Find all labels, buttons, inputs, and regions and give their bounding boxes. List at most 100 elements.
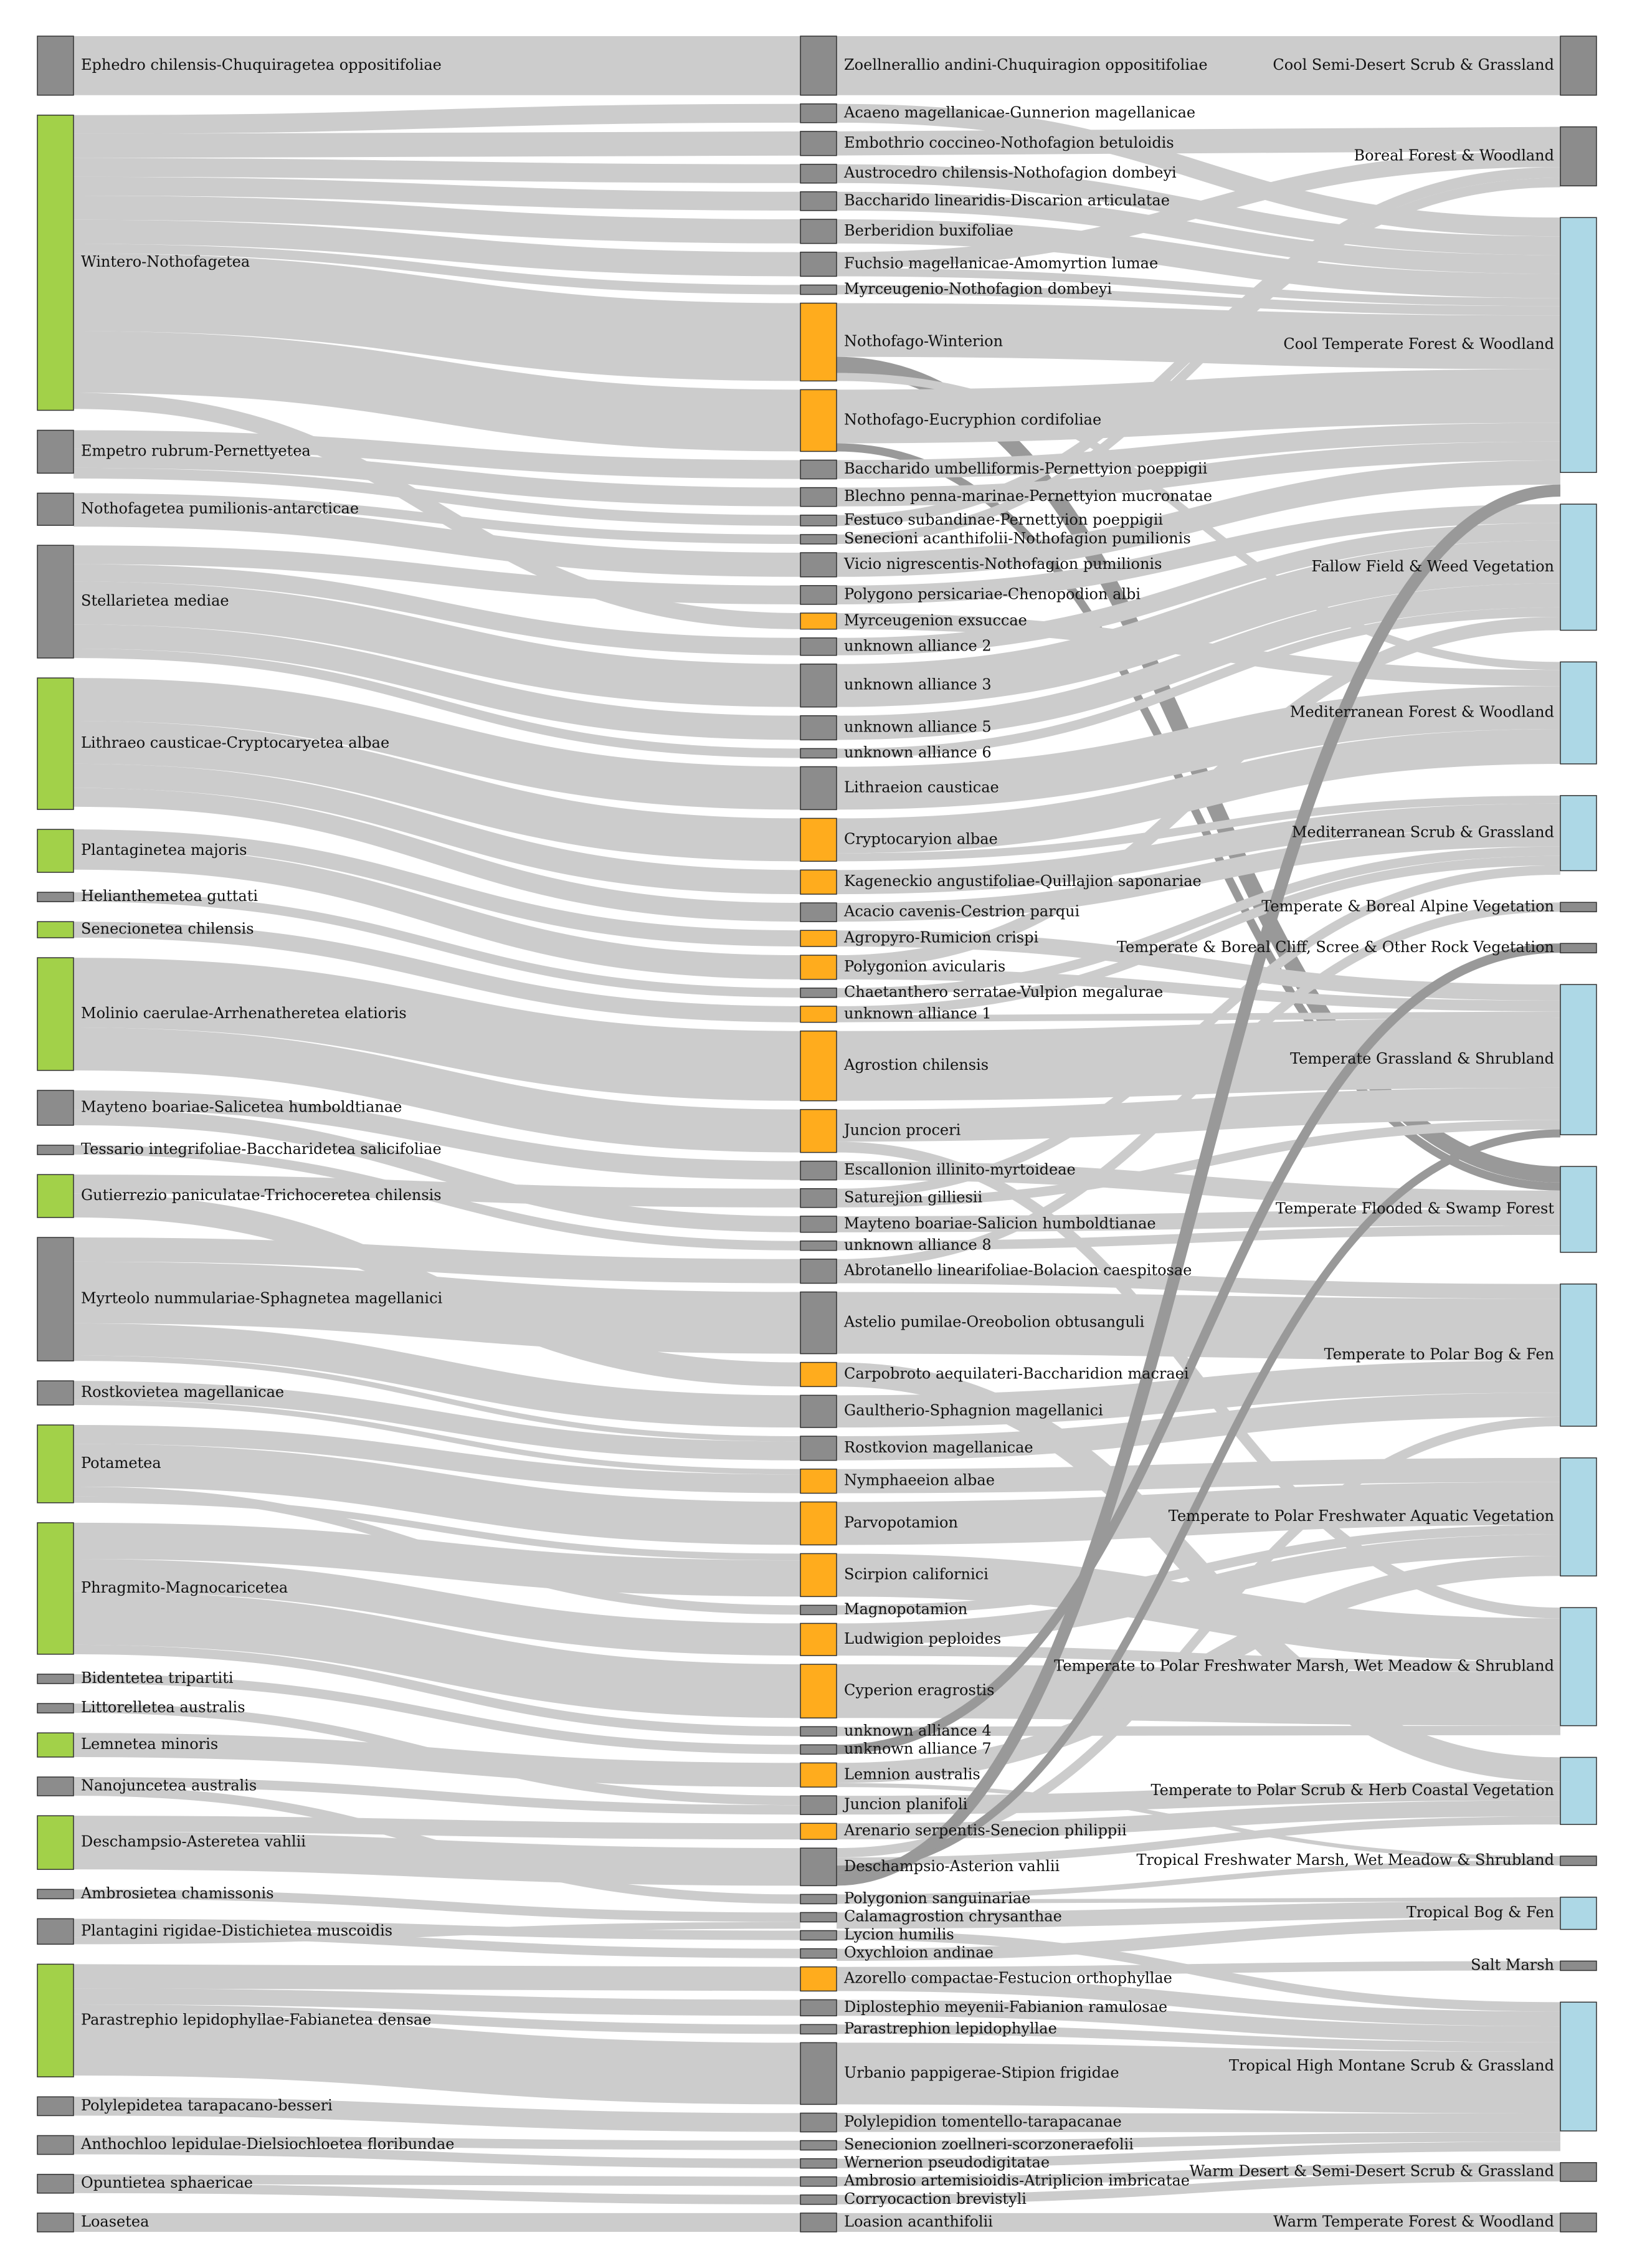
sankey-node — [1560, 1756, 1597, 1825]
sankey-node-label: Parastrephion lepidophyllae — [844, 2019, 1057, 2037]
sankey-link — [836, 303, 1561, 369]
sankey-node — [37, 1918, 74, 1945]
sankey-node — [800, 1436, 837, 1461]
sankey-node-label: Opuntietea sphaericae — [81, 2174, 253, 2191]
sankey-node-label: Diplostephio meyenii-Fabianion ramulosae — [844, 1998, 1167, 2016]
sankey-link — [73, 1733, 801, 1788]
sankey-node-label: Gaultherio-Sphagnion magellanici — [844, 1402, 1103, 1419]
sankey-node-label: Temperate to Polar Freshwater Aquatic Ve… — [1169, 1507, 1554, 1525]
sankey-node-label: unknown alliance 3 — [844, 676, 992, 693]
sankey-link — [836, 846, 1561, 998]
sankey-node-label: Ambrosio artemisioidis-Atriplicion imbri… — [843, 2172, 1190, 2189]
sankey-node — [800, 459, 837, 480]
sankey-node-label: Astelio pumilae-Oreobolion obtusanguli — [843, 1313, 1144, 1331]
sankey-node — [37, 1674, 74, 1684]
sankey-link — [73, 331, 801, 452]
sankey-link — [836, 1011, 1561, 1022]
sankey-node — [800, 1469, 837, 1494]
sankey-link — [73, 1964, 801, 1991]
sankey-node — [1560, 503, 1597, 631]
sankey-node — [37, 1703, 74, 1713]
sankey-node-label: Lithraeo causticae-Cryptocaryetea albae — [81, 734, 389, 751]
sankey-node-label: Zoellnerallio andini-Chuquiragion opposi… — [844, 56, 1208, 74]
sankey-node-label: Fallow Field & Weed Vegetation — [1311, 558, 1554, 575]
sankey-node — [800, 1188, 837, 1208]
sankey-node — [800, 2140, 837, 2151]
sankey-node — [800, 715, 837, 741]
sankey-node-label: Blechno penna-marinae-Pernettyion mucron… — [844, 487, 1212, 505]
sankey-node — [1560, 1960, 1597, 1971]
sankey-node-label: Nothofago-Winterion — [844, 332, 1003, 350]
sankey-node-label: Senecionion zoellneri-scorzoneraefolii — [844, 2136, 1134, 2153]
sankey-node — [800, 163, 837, 184]
sankey-node-label: Baccharido linearidis-Discarion articula… — [844, 191, 1170, 209]
sankey-node-label: Saturejion gilliesii — [844, 1188, 982, 1206]
sankey-node — [800, 2194, 837, 2205]
sankey-link — [73, 1928, 801, 1958]
sankey-node — [1560, 795, 1597, 872]
sankey-link — [836, 1976, 1561, 2027]
sankey-node — [800, 1726, 837, 1737]
sankey-nodes — [37, 36, 1597, 2232]
sankey-node-label: Parastrephio lepidophyllae-Fabianetea de… — [81, 2011, 431, 2028]
sankey-link — [73, 1237, 801, 1284]
sankey-node — [37, 892, 74, 902]
sankey-node-label: Urbanio pappigerae-Stipion frigidae — [844, 2064, 1119, 2081]
sankey-link — [836, 1897, 1561, 1904]
sankey-link — [73, 2145, 801, 2168]
sankey-node-label: Fuchsio magellanicae-Amomyrtion lumae — [844, 255, 1158, 272]
sankey-node — [800, 585, 837, 605]
sankey-link — [836, 1664, 1561, 1726]
sankey-node — [37, 1815, 74, 1870]
sankey-link — [836, 855, 1561, 1016]
sankey-link — [73, 1816, 801, 1840]
sankey-link — [73, 1674, 801, 1755]
sankey-link — [73, 564, 801, 655]
sankey-link — [73, 2014, 801, 2105]
sankey-node-label: Festuco subandinae-Pernettyion poeppigii — [844, 511, 1163, 528]
sankey-link — [73, 2097, 801, 2132]
sankey-link — [836, 1961, 1561, 1976]
sankey-link — [836, 460, 1561, 577]
sankey-node-label: Lycion humilis — [844, 1926, 954, 1943]
sankey-node — [800, 1006, 837, 1023]
sankey-node — [800, 487, 837, 507]
sankey-link — [836, 2024, 1561, 2052]
sankey-node — [800, 1291, 837, 1355]
sankey-node-label: Rostkovietea magellanicae — [81, 1383, 284, 1401]
sankey-link — [73, 1889, 801, 1922]
sankey-node — [800, 2112, 837, 2133]
sankey-node-label: Nothofagetea pumilionis-antarcticae — [81, 500, 359, 517]
sankey-node-label: Mayteno boariae-Salicetea humboldtianae — [81, 1098, 402, 1115]
sankey-link — [836, 583, 1561, 740]
sankey-link — [836, 285, 1561, 316]
sankey-link — [73, 1174, 801, 1208]
sankey-node-label: Temperate & Boreal Cliff, Scree & Other … — [1117, 938, 1554, 956]
sankey-node — [800, 219, 837, 244]
sankey-node — [37, 921, 74, 938]
sankey-node — [1560, 1897, 1597, 1930]
sankey-node — [800, 1847, 837, 1887]
sankey-node — [800, 2158, 837, 2169]
sankey-link — [836, 1816, 1561, 1866]
sankey-node-label: Lemnetea minoris — [81, 1735, 218, 1753]
sankey-link — [73, 1399, 801, 1475]
sankey-node-label: Warm Desert & Semi-Desert Scrub & Grassl… — [1189, 2162, 1554, 2180]
sankey-node-label: Loasetea — [81, 2213, 149, 2230]
sankey-node — [800, 1912, 837, 1923]
sankey-link — [836, 523, 1561, 655]
sankey-node-label: Salt Marsh — [1471, 1956, 1554, 1973]
sankey-node — [800, 1604, 837, 1616]
sankey-node — [800, 869, 837, 895]
sankey-node — [37, 2213, 74, 2232]
sankey-link — [836, 902, 1561, 1269]
sankey-link — [836, 2162, 1561, 2186]
sankey-link — [73, 1988, 801, 2016]
sankey-node-label: Senecionetea chilensis — [81, 920, 254, 938]
sankey-node — [800, 930, 837, 947]
sankey-node-label: unknown alliance 8 — [844, 1236, 992, 1254]
sankey-link — [836, 2042, 1561, 2114]
sankey-link — [73, 467, 801, 526]
sankey-node-label: Arenario serpentis-Senecion philippii — [843, 1822, 1127, 1839]
sankey-node — [37, 545, 74, 659]
